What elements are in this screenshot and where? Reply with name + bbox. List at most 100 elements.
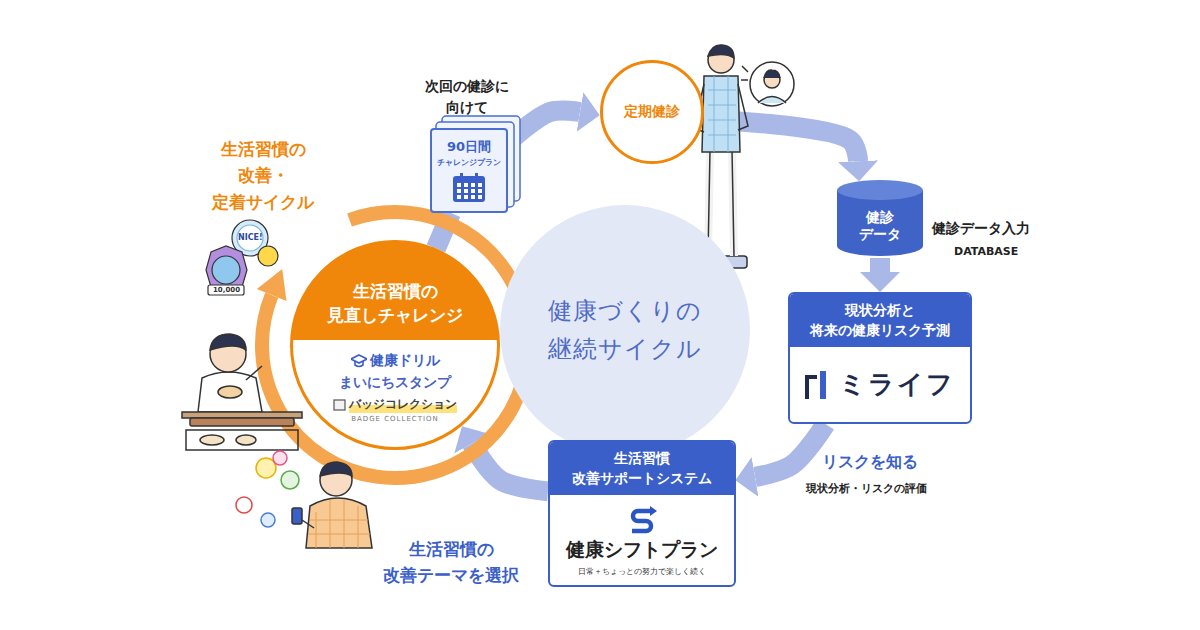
product-name: 健康シフトプラン [556, 537, 728, 563]
drill-icon-part [355, 361, 363, 367]
calendar-icon-part [475, 173, 478, 179]
stamp-icons [236, 451, 299, 527]
mirai-logo-part [820, 371, 826, 399]
badge-text: NICE! [238, 233, 263, 242]
phone-person-part [292, 508, 302, 524]
step-label: リスクを知る [822, 452, 918, 473]
challenge-circle-part [292, 242, 499, 449]
calendar-icon-part [457, 195, 461, 199]
calendar-icon-part [464, 183, 468, 187]
circle-heading: 生活習慣の 見直しチャレンジ [327, 280, 463, 328]
phone-person-part [308, 500, 370, 548]
badge-icons-part [258, 246, 278, 266]
calendar-icon-part [464, 195, 468, 199]
checkup-person-part [702, 76, 740, 152]
calendar-icon-part [478, 183, 482, 187]
badge-icons-part [208, 285, 244, 295]
eating-person-part [190, 418, 294, 426]
badge-icons-part [212, 256, 240, 284]
shift-logo-part [632, 511, 651, 531]
badge-icons-part [237, 225, 263, 251]
calendar-icon [452, 173, 486, 203]
product-tagline: 日常＋ちょっとの努力で楽しく続く [556, 566, 728, 577]
challenge-circle-part [292, 242, 499, 341]
card-subtitle: チャレンジプラン [437, 157, 501, 168]
calendar-icon-part [460, 173, 463, 179]
box-body: 健康シフトプラン日常＋ちょっとの努力で楽しく続く [550, 495, 734, 585]
improvement-ring-part [262, 212, 528, 478]
calendar-icon-part [478, 189, 482, 193]
eating-person-part [200, 435, 224, 445]
circle-body: 健康ドリルまいにちスタンプバッジコレクション BADGE COLLECTION [290, 352, 500, 423]
stamp-icons-part [273, 451, 287, 465]
eating-person-part [210, 334, 246, 350]
eating-person [182, 334, 302, 450]
center-circle-part [500, 205, 750, 455]
box-header: 現状分析と 将来の健康リスク予測 [790, 294, 970, 347]
logo-row: 健康ドリル [351, 352, 440, 370]
calendar-icon-part [471, 195, 475, 199]
cycle-arrow [755, 424, 826, 477]
step-label: 健診データ入力 [932, 220, 1030, 238]
drill-icon [351, 354, 367, 368]
doctor-bubble-part [758, 97, 786, 104]
checkup-circle-part [602, 62, 703, 163]
badge-icon [333, 399, 346, 411]
badge-icon-part [334, 400, 345, 410]
box-body: ミライフ [790, 347, 970, 422]
node-title: 健診 データ [859, 209, 901, 244]
checkup-person-part [708, 150, 734, 256]
cycle-center: 健康づくりの 継続サイクル [500, 205, 750, 455]
node-title: 定期健診 [624, 103, 680, 121]
step-sublabel: DATABASE [954, 245, 1018, 258]
calendar-icon-part [464, 189, 468, 193]
service-name: 健康ドリル [370, 352, 440, 370]
badge-text: 10,000 [213, 286, 240, 294]
stamp-icons-part [281, 471, 299, 489]
checkup-person-part [738, 84, 748, 130]
cycle-arrow [870, 258, 890, 272]
service-name: バッジコレクション [349, 396, 457, 413]
phone-person-part [306, 498, 372, 548]
card-title: 90日間 [447, 138, 491, 156]
eating-person-part [186, 430, 298, 450]
plan-card: 90日間チャレンジプラン [430, 128, 508, 213]
box-header: 生活習慣 改善サポートシステム [550, 442, 734, 495]
checkup-node: 定期健診 [600, 60, 704, 164]
eating-person-part [182, 412, 302, 418]
challenge-node: 生活習慣の 見直しチャレンジ健康ドリルまいにちスタンプバッジコレクション BADG… [290, 240, 500, 450]
improvement-ring-part [257, 269, 287, 301]
service-name: まいにちスタンプ [339, 374, 451, 392]
database-cylinder-part [837, 180, 923, 200]
calendar-icon-part [471, 183, 475, 187]
product-name: ミライフ [839, 367, 955, 402]
calendar-icon-part [457, 183, 461, 187]
drill-icon-part [351, 355, 367, 363]
badge-icons [206, 220, 278, 295]
stamp-icons-part [261, 513, 275, 527]
phone-person-part [320, 462, 352, 476]
doctor-bubble-part [764, 70, 780, 78]
mirai-logo [805, 371, 831, 399]
logo-row: バッジコレクション [333, 396, 457, 413]
shift-logo [626, 505, 658, 535]
calendar-icon-part [457, 189, 461, 193]
calendar-icon-part [478, 195, 482, 199]
phone-person [292, 462, 372, 548]
step-label: 次回の健診に 向けて [425, 76, 509, 118]
mirai-logo-part [805, 375, 817, 399]
calendar-icon-part [453, 176, 485, 202]
cycle-label: 生活習慣の 改善・定着サイクル [212, 136, 314, 215]
eating-person-part [218, 386, 242, 398]
doctor-bubble [741, 62, 794, 106]
service-subname: BADGE COLLECTION [351, 415, 439, 423]
doctor-bubble-part [741, 66, 748, 80]
checkup-person-part [708, 150, 734, 256]
center-title: 健康づくりの 継続サイクル [548, 292, 702, 369]
checkup-person-part [708, 76, 736, 152]
box-heading: 現状分析と 将来の健康リスク予測 [810, 301, 950, 340]
step-sublabel: 現状分析・リスクの評価 [806, 481, 927, 496]
shift-logo-part [650, 506, 657, 516]
eating-person-part [236, 435, 256, 445]
